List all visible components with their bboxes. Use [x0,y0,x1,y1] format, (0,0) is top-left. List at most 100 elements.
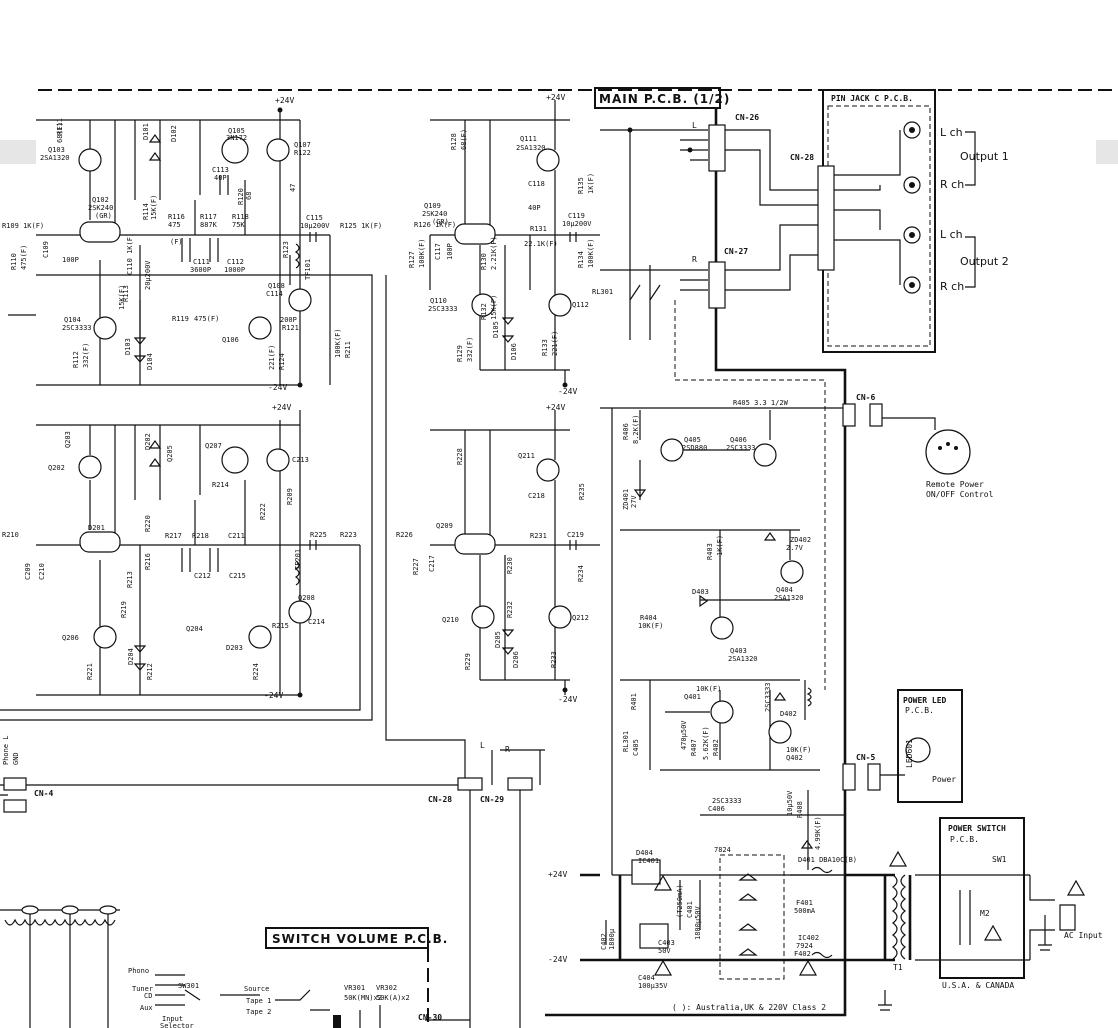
channel-l-bottom: L [480,741,485,750]
component-label: Q202 [48,464,65,472]
led601: LED601 [905,739,914,768]
output1-label: Output 1 [960,150,1009,163]
ac-input: AC Input [1064,931,1103,940]
component-label: C212 [194,572,211,580]
component-label: 10K(F) [696,685,721,693]
component-label: C217 [428,555,436,572]
component-label: R117 [200,213,217,221]
component-label: R209 [286,488,294,505]
component-label: 47 [289,184,297,192]
m2: M2 [980,909,990,918]
component-label: C401 [686,901,694,918]
ac-region: U.S.A. & CANADA [942,981,1014,990]
component-label: C110 1K(F) [126,233,134,275]
component-label: R133 [541,339,549,356]
component-label: 475 [168,221,181,229]
component-label: Q404 [776,586,793,594]
component-label: 15K(F) [490,295,498,320]
cn27-label: CN-27 [724,247,748,256]
component-label: Q208 [298,594,315,602]
power-led-title: POWER LED [903,696,947,705]
component-label: (T250mA) [676,884,684,918]
component-label: 2.7V [786,544,804,552]
component-label: C109 [42,241,50,258]
component-label: R225 [310,531,327,539]
component-label: 1800μ [608,928,616,950]
component-label: Q207 [205,442,222,450]
rail-labels: +24V -24V +24V -24V +24V -24V +24V -24V … [264,93,697,964]
power-led-pcb: P.C.B. [905,706,934,715]
component-label: 1K(F) [716,535,724,556]
component-label: Phono [128,967,149,975]
component-label: 68 [245,192,253,200]
component-label: R126 1K(F) [414,221,456,229]
component-label: R213 [126,571,134,588]
component-label: Q205 [166,445,174,462]
component-label: Q102 [92,196,109,204]
component-label: R119 [172,315,189,323]
component-label: R224 [252,663,260,680]
rail-neg-5: -24V [548,955,567,964]
remote-line2: ON/OFF Control [926,490,994,499]
component-label: 10μ200V [562,220,592,228]
component-label: Tuner [132,985,153,993]
component-label: Q111 [520,135,537,143]
component-label: R116 [168,213,185,221]
component-label: R135 [577,177,585,194]
component-label: R128 [450,133,458,150]
component-label: R222 [259,503,267,520]
component-label: 2SK240 [88,204,113,212]
component-label: 1000P [224,266,245,274]
component-label: IC402 [798,934,819,942]
power-switch-pcb: P.C.B. [950,835,979,844]
cn4-label: CN-4 [34,789,53,798]
component-label: R120 [237,188,245,205]
component-label: D204 [127,648,135,665]
component-label: Q104 [64,316,81,324]
component-label: C114 [266,290,283,298]
component-label: D404 [636,849,653,857]
component-label: SW301 [178,982,199,990]
component-label: C117 [434,243,442,260]
component-label: R402 [712,739,720,756]
component-label: C219 [567,531,584,539]
component-label: D202 [144,433,152,450]
component-label: 50K(MN)x2 [344,994,382,1002]
component-label: R219 [120,601,128,618]
component-label: Q406 [730,436,747,444]
component-label: Selector [160,1022,194,1028]
component-label: F401 [796,899,813,907]
component-label: 2SC3333 [712,797,742,805]
component-label: 2SK240 [422,210,447,218]
component-label: D201 [88,524,105,532]
component-label: TF201 [294,549,302,570]
t1: T1 [893,963,903,972]
mid-amps [385,100,600,780]
component-label: 8.2K(F) [632,414,640,444]
component-label: 3600P [190,266,211,274]
component-label: R111 [56,118,64,135]
left-amp-ch1 [0,107,373,721]
board-titles: MAIN P.C.B. (1/2) PIN JACK C P.C.B. POWE… [272,92,1006,946]
component-label: 20μ200V [144,260,152,290]
component-label: C403 [658,939,675,947]
component-label: RL301 [592,288,613,296]
component-label: C112 [227,258,244,266]
component-label: R405 3.3 1/2W [733,399,789,407]
power-led-label: Power [932,775,956,784]
output1-rch: R ch [940,178,964,191]
component-label: C404 [638,974,655,982]
component-label: 1K(F) [587,173,595,194]
component-label: VR302 [376,984,397,992]
component-label: R230 [506,557,514,574]
component-label: 221(F) [551,331,559,356]
output2-lch: L ch [940,228,963,241]
component-label: R407 [690,739,698,756]
cn28-out-label: CN-28 [790,153,814,162]
component-label: R217 [165,532,182,540]
component-label: C211 [228,532,245,540]
component-label: CD [144,992,152,1000]
board-outlines [0,87,1118,1028]
component-label: R227 [412,558,420,575]
component-label: D101 [142,123,150,140]
